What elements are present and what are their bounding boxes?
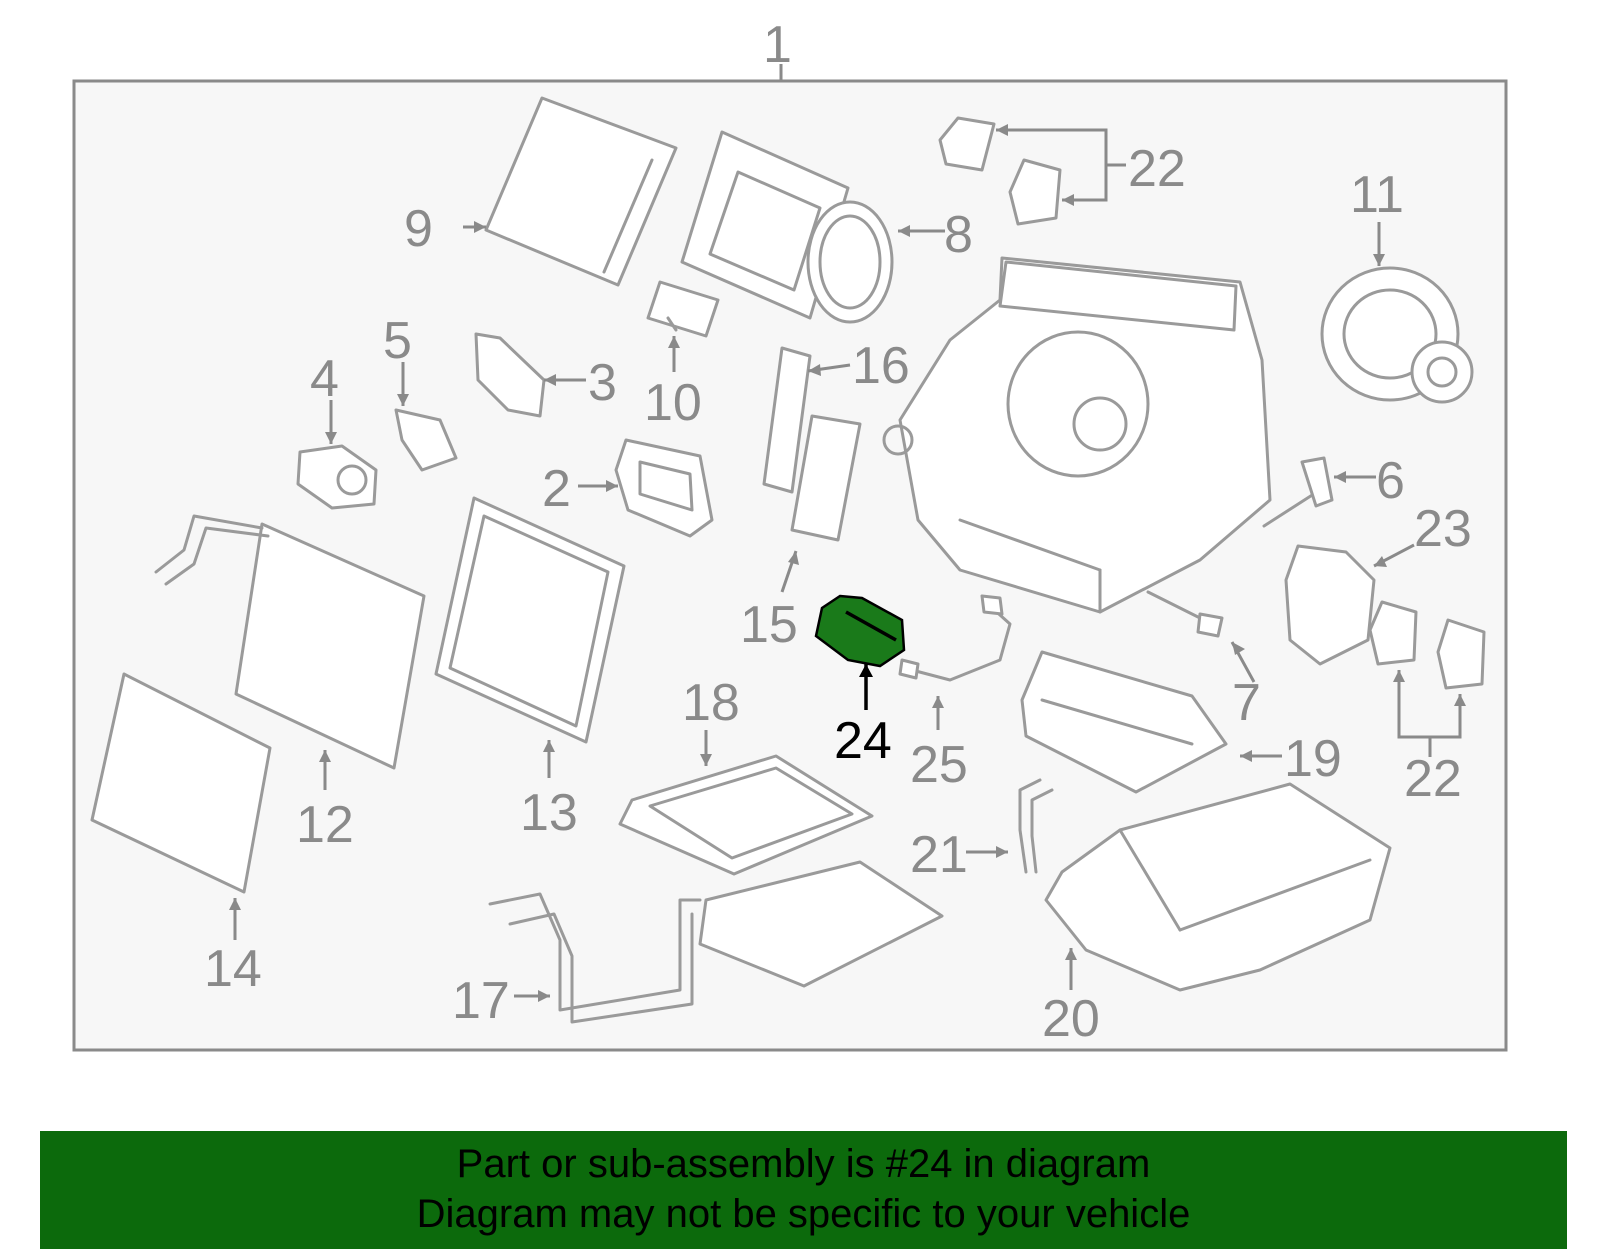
part-16-door[interactable] [762,346,812,494]
part-15-door[interactable] [790,414,862,542]
part-4-expansion-valve[interactable] [296,444,378,510]
callout-3: 3 [588,354,617,412]
part-18-tray[interactable] [618,754,874,876]
part-8-blower-housing[interactable] [680,130,894,324]
part-25-wiring[interactable] [898,594,1012,682]
callout-16: 16 [852,337,910,395]
part-19-housing[interactable] [1020,650,1228,794]
callout-4: 4 [310,350,339,408]
callout-25: 25 [910,736,968,794]
callout-9: 9 [404,200,433,258]
callout-11: 11 [1350,166,1404,224]
part-23-actuator[interactable] [1284,544,1376,666]
part-7-sensor[interactable] [1146,590,1224,638]
callout-7: 7 [1232,674,1261,732]
part-9-cabin-filter[interactable] [484,96,678,287]
part-20-lower-case[interactable] [1044,782,1392,992]
banner-line-2: Diagram may not be specific to your vehi… [416,1192,1191,1236]
banner-line-1: Part or sub-assembly is #24 in diagram [456,1142,1151,1186]
callout-6: 6 [1376,452,1405,510]
part-13-heater-core[interactable] [434,496,626,744]
callout-24: 24 [834,712,892,770]
callout-2: 2 [542,460,571,518]
callout-8: 8 [944,206,973,264]
part-12-evaporator[interactable] [154,514,426,770]
part-5-bracket[interactable] [394,408,458,472]
part-22-actuator-top-a[interactable] [938,116,996,172]
part-21-drain[interactable] [1018,778,1054,874]
part-1-heater-housing[interactable] [882,256,1272,614]
part-2-vent[interactable] [614,438,714,538]
callout-10: 10 [644,374,702,432]
callout-22-bottom: 22 [1404,750,1462,808]
callout-22-top: 22 [1128,140,1186,198]
part-10-resistor[interactable] [646,280,720,338]
callout-14: 14 [204,940,262,998]
part-3-linkage[interactable] [474,332,546,418]
part-22-actuator-bottom-a[interactable] [1368,600,1418,666]
part-24-highlighted[interactable] [814,594,906,668]
callout-13: 13 [520,784,578,842]
callout-15: 15 [740,596,798,654]
callout-19: 19 [1284,730,1342,788]
callout-23: 23 [1414,500,1472,558]
callout-17: 17 [452,972,510,1030]
part-22-actuator-bottom-b[interactable] [1436,618,1486,690]
callout-5: 5 [383,312,412,370]
part-14-filter[interactable] [90,672,272,894]
part-11-blower-motor[interactable] [1320,266,1474,404]
callout-20: 20 [1042,990,1100,1048]
callout-18: 18 [682,674,740,732]
part-17-heater-core-pipes[interactable] [488,860,944,1024]
part-6-sensor[interactable] [1262,456,1334,528]
callout-1: 1 [763,16,792,74]
callout-12: 12 [296,796,354,854]
info-banner: Part or sub-assembly is #24 in diagram D… [40,1131,1567,1249]
part-22-actuator-top-b[interactable] [1008,158,1062,226]
callout-21: 21 [910,826,968,884]
